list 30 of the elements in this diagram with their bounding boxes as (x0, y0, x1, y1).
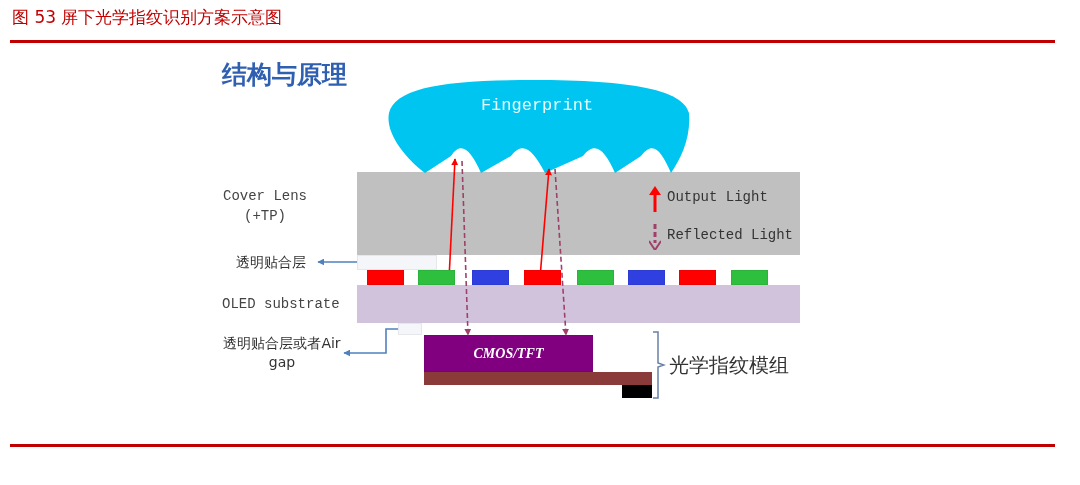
legend-text: Reflected Light (667, 227, 794, 243)
module-label: 光学指纹模组 (669, 352, 789, 379)
light-ray-arrow (448, 158, 459, 271)
connector-block (622, 385, 652, 398)
pixel-block (418, 270, 455, 285)
pixel-block (731, 270, 768, 285)
light-ray-arrow (343, 328, 399, 357)
layer-label: 透明贴合层或者Air gap (222, 333, 342, 373)
light-ray-arrow (317, 258, 358, 266)
section-heading: 结构与原理 (222, 59, 347, 91)
layer-label: 透明贴合层 (226, 252, 316, 272)
pixel-block (628, 270, 665, 285)
light-ray-arrow (461, 160, 472, 336)
light-ray-arrow (539, 168, 552, 271)
layer-label: OLED substrate (222, 296, 340, 312)
pixel-block (472, 270, 509, 285)
node-text: Fingerprint (480, 96, 594, 115)
air-gap-layer (398, 323, 422, 335)
figure-title: 图 53 屏下光学指纹识别方案示意图 (12, 6, 283, 29)
adhesive-layer (357, 255, 437, 270)
pixel-block (577, 270, 614, 285)
pixel-block (524, 270, 561, 285)
node-text: CMOS/TFT (473, 345, 544, 362)
circuit-board-bar (424, 372, 652, 385)
pixel-block (679, 270, 716, 285)
light-ray-arrow (554, 168, 570, 336)
sensor-chip (424, 335, 593, 372)
legend-text: Output Light (667, 189, 768, 205)
pixel-block (367, 270, 404, 285)
layer-label: Cover Lens (+TP) (222, 187, 308, 226)
